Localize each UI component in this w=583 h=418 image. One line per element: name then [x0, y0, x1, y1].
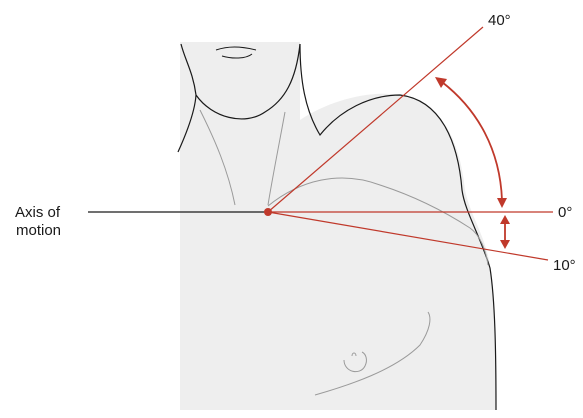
axis-label-line1: Axis of	[15, 204, 60, 222]
depression-arrow-head-bottom	[500, 240, 510, 249]
elevation-arc-head-bottom	[497, 198, 507, 208]
elevation-arc-head-top	[435, 77, 447, 88]
angle-label-40: 40°	[488, 12, 511, 30]
torso-silhouette	[180, 42, 496, 410]
pivot-point	[264, 208, 272, 216]
angle-label-0: 0°	[558, 204, 572, 222]
angle-label-10: 10°	[553, 257, 576, 275]
depression-arrow-head-top	[500, 215, 510, 224]
axis-label-line2: motion	[16, 222, 61, 240]
